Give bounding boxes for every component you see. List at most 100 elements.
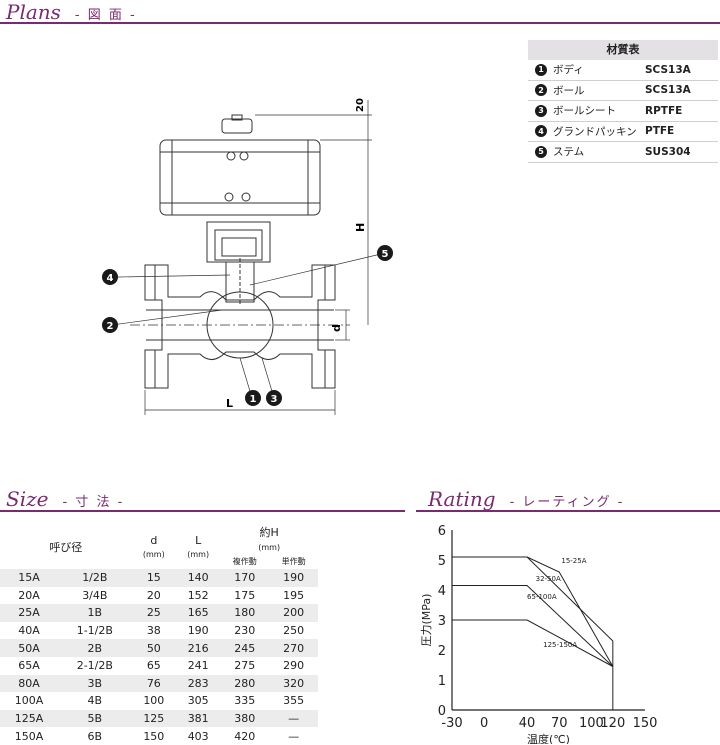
svg-text:4: 4 xyxy=(107,273,114,284)
table-cell: 305 xyxy=(187,694,209,708)
x-tick-label: 150 xyxy=(633,716,658,731)
materials-table: 材質表 1 ボディ SCS13A 2 ボール SCS13A 3 ボールシート R… xyxy=(528,40,718,163)
x-tick-label: 0 xyxy=(480,716,488,731)
valve-body xyxy=(144,264,336,389)
header-double: 複作動 xyxy=(220,553,270,569)
port-circle xyxy=(224,192,234,202)
table-cell: 381 xyxy=(176,709,221,728)
table-cell: 50A xyxy=(0,639,58,657)
table-cell: 403 xyxy=(187,729,209,743)
series-line xyxy=(452,619,614,667)
header-L: L(mm) xyxy=(176,524,221,569)
material-value: SCS13A xyxy=(645,63,691,76)
table-cell: 355 xyxy=(283,694,305,708)
part-name: ボディ xyxy=(553,64,584,77)
table-cell: 180 xyxy=(220,604,270,622)
plans-title: Plans xyxy=(6,0,61,24)
table-cell: 25A xyxy=(0,604,58,622)
x-tick-label: 120 xyxy=(600,716,625,731)
table-cell: 6B xyxy=(87,729,103,743)
rating-rule xyxy=(416,510,720,512)
y-tick-label: 4 xyxy=(438,584,446,599)
rating-subtitle: - レーティング - xyxy=(509,495,625,510)
svg-text:5: 5 xyxy=(382,249,389,260)
svg-text:3: 3 xyxy=(271,394,278,405)
cap-top xyxy=(231,114,243,121)
size-heading: Size - 寸 法 - xyxy=(6,487,124,511)
series-label: 65-100A xyxy=(527,593,557,601)
part-name: グランドパッキン xyxy=(553,125,637,138)
table-cell: 15 xyxy=(131,569,176,587)
y-tick-label: 1 xyxy=(438,674,446,689)
bracket-inner xyxy=(214,229,263,261)
table-cell: 280 xyxy=(220,674,270,693)
header-single: 単作動 xyxy=(269,553,318,569)
port-circle xyxy=(239,151,249,161)
table-cell: 283 xyxy=(176,674,221,693)
port-circle xyxy=(241,192,251,202)
size-rule xyxy=(0,510,405,512)
table-cell: 1B xyxy=(58,604,132,622)
table-cell: 250 xyxy=(283,624,305,638)
table-cell: 4B xyxy=(87,694,103,708)
plans-heading: Plans - 図 面 - xyxy=(6,0,137,24)
dim-H-label: H xyxy=(354,223,367,232)
dim-20-label: 20 xyxy=(355,98,366,112)
y-axis-label: 圧力(MPa) xyxy=(420,594,433,647)
x-tick-label: 70 xyxy=(551,716,568,731)
part-name: ステム xyxy=(553,146,585,159)
plans-subtitle: - 図 面 - xyxy=(74,8,137,23)
material-value: RPTFE xyxy=(645,104,683,117)
callout-1: 1 xyxy=(245,390,261,406)
table-cell: 170 xyxy=(220,569,270,587)
y-tick-label: 6 xyxy=(438,524,446,539)
table-cell: 190 xyxy=(269,569,318,587)
part-name: ボールシート xyxy=(553,105,616,118)
callout-5: 5 xyxy=(377,245,393,261)
y-tick-label: 2 xyxy=(438,644,446,659)
table-cell: 275 xyxy=(234,659,256,673)
actuator-cap xyxy=(221,118,253,134)
x-axis-label: 温度(℃) xyxy=(527,732,570,744)
table-cell: 125 xyxy=(131,709,176,728)
callout-badge: 4 xyxy=(535,125,547,138)
table-cell: 65 xyxy=(146,659,161,673)
callout-badge: 5 xyxy=(535,145,547,158)
table-cell: 100A xyxy=(14,694,44,708)
header-nominal: 呼び径 xyxy=(0,524,132,569)
x-tick-label: 40 xyxy=(519,716,536,731)
materials-header: 材質表 xyxy=(528,40,718,60)
table-cell: 175 xyxy=(234,588,256,602)
callout-3: 3 xyxy=(266,390,282,406)
table-cell: 40A xyxy=(18,624,40,638)
table-cell: 2B xyxy=(58,639,132,657)
table-cell: 320 xyxy=(269,674,318,693)
table-cell: 20 xyxy=(146,588,161,602)
dim-L-label: L xyxy=(226,397,233,410)
y-tick-label: 0 xyxy=(438,704,446,719)
materials-row: 5 ステム SUS304 xyxy=(528,142,718,163)
callout-badge: 2 xyxy=(535,84,547,97)
callout-2: 2 xyxy=(102,317,118,333)
table-cell: 230 xyxy=(234,624,256,638)
size-title: Size xyxy=(6,487,49,511)
y-tick-label: 3 xyxy=(438,614,446,629)
part-name: ボール xyxy=(553,84,585,97)
table-cell: 5B xyxy=(58,709,132,728)
table-cell: 165 xyxy=(176,604,221,622)
table-cell: 20A xyxy=(18,588,40,602)
header-H: 約H(mm) xyxy=(220,524,318,553)
materials-row: 2 ボール SCS13A xyxy=(528,81,718,101)
table-cell: 2-1/2B xyxy=(76,659,113,673)
svg-text:1: 1 xyxy=(250,394,257,405)
series-line xyxy=(452,585,614,667)
table-cell: 216 xyxy=(176,639,221,657)
